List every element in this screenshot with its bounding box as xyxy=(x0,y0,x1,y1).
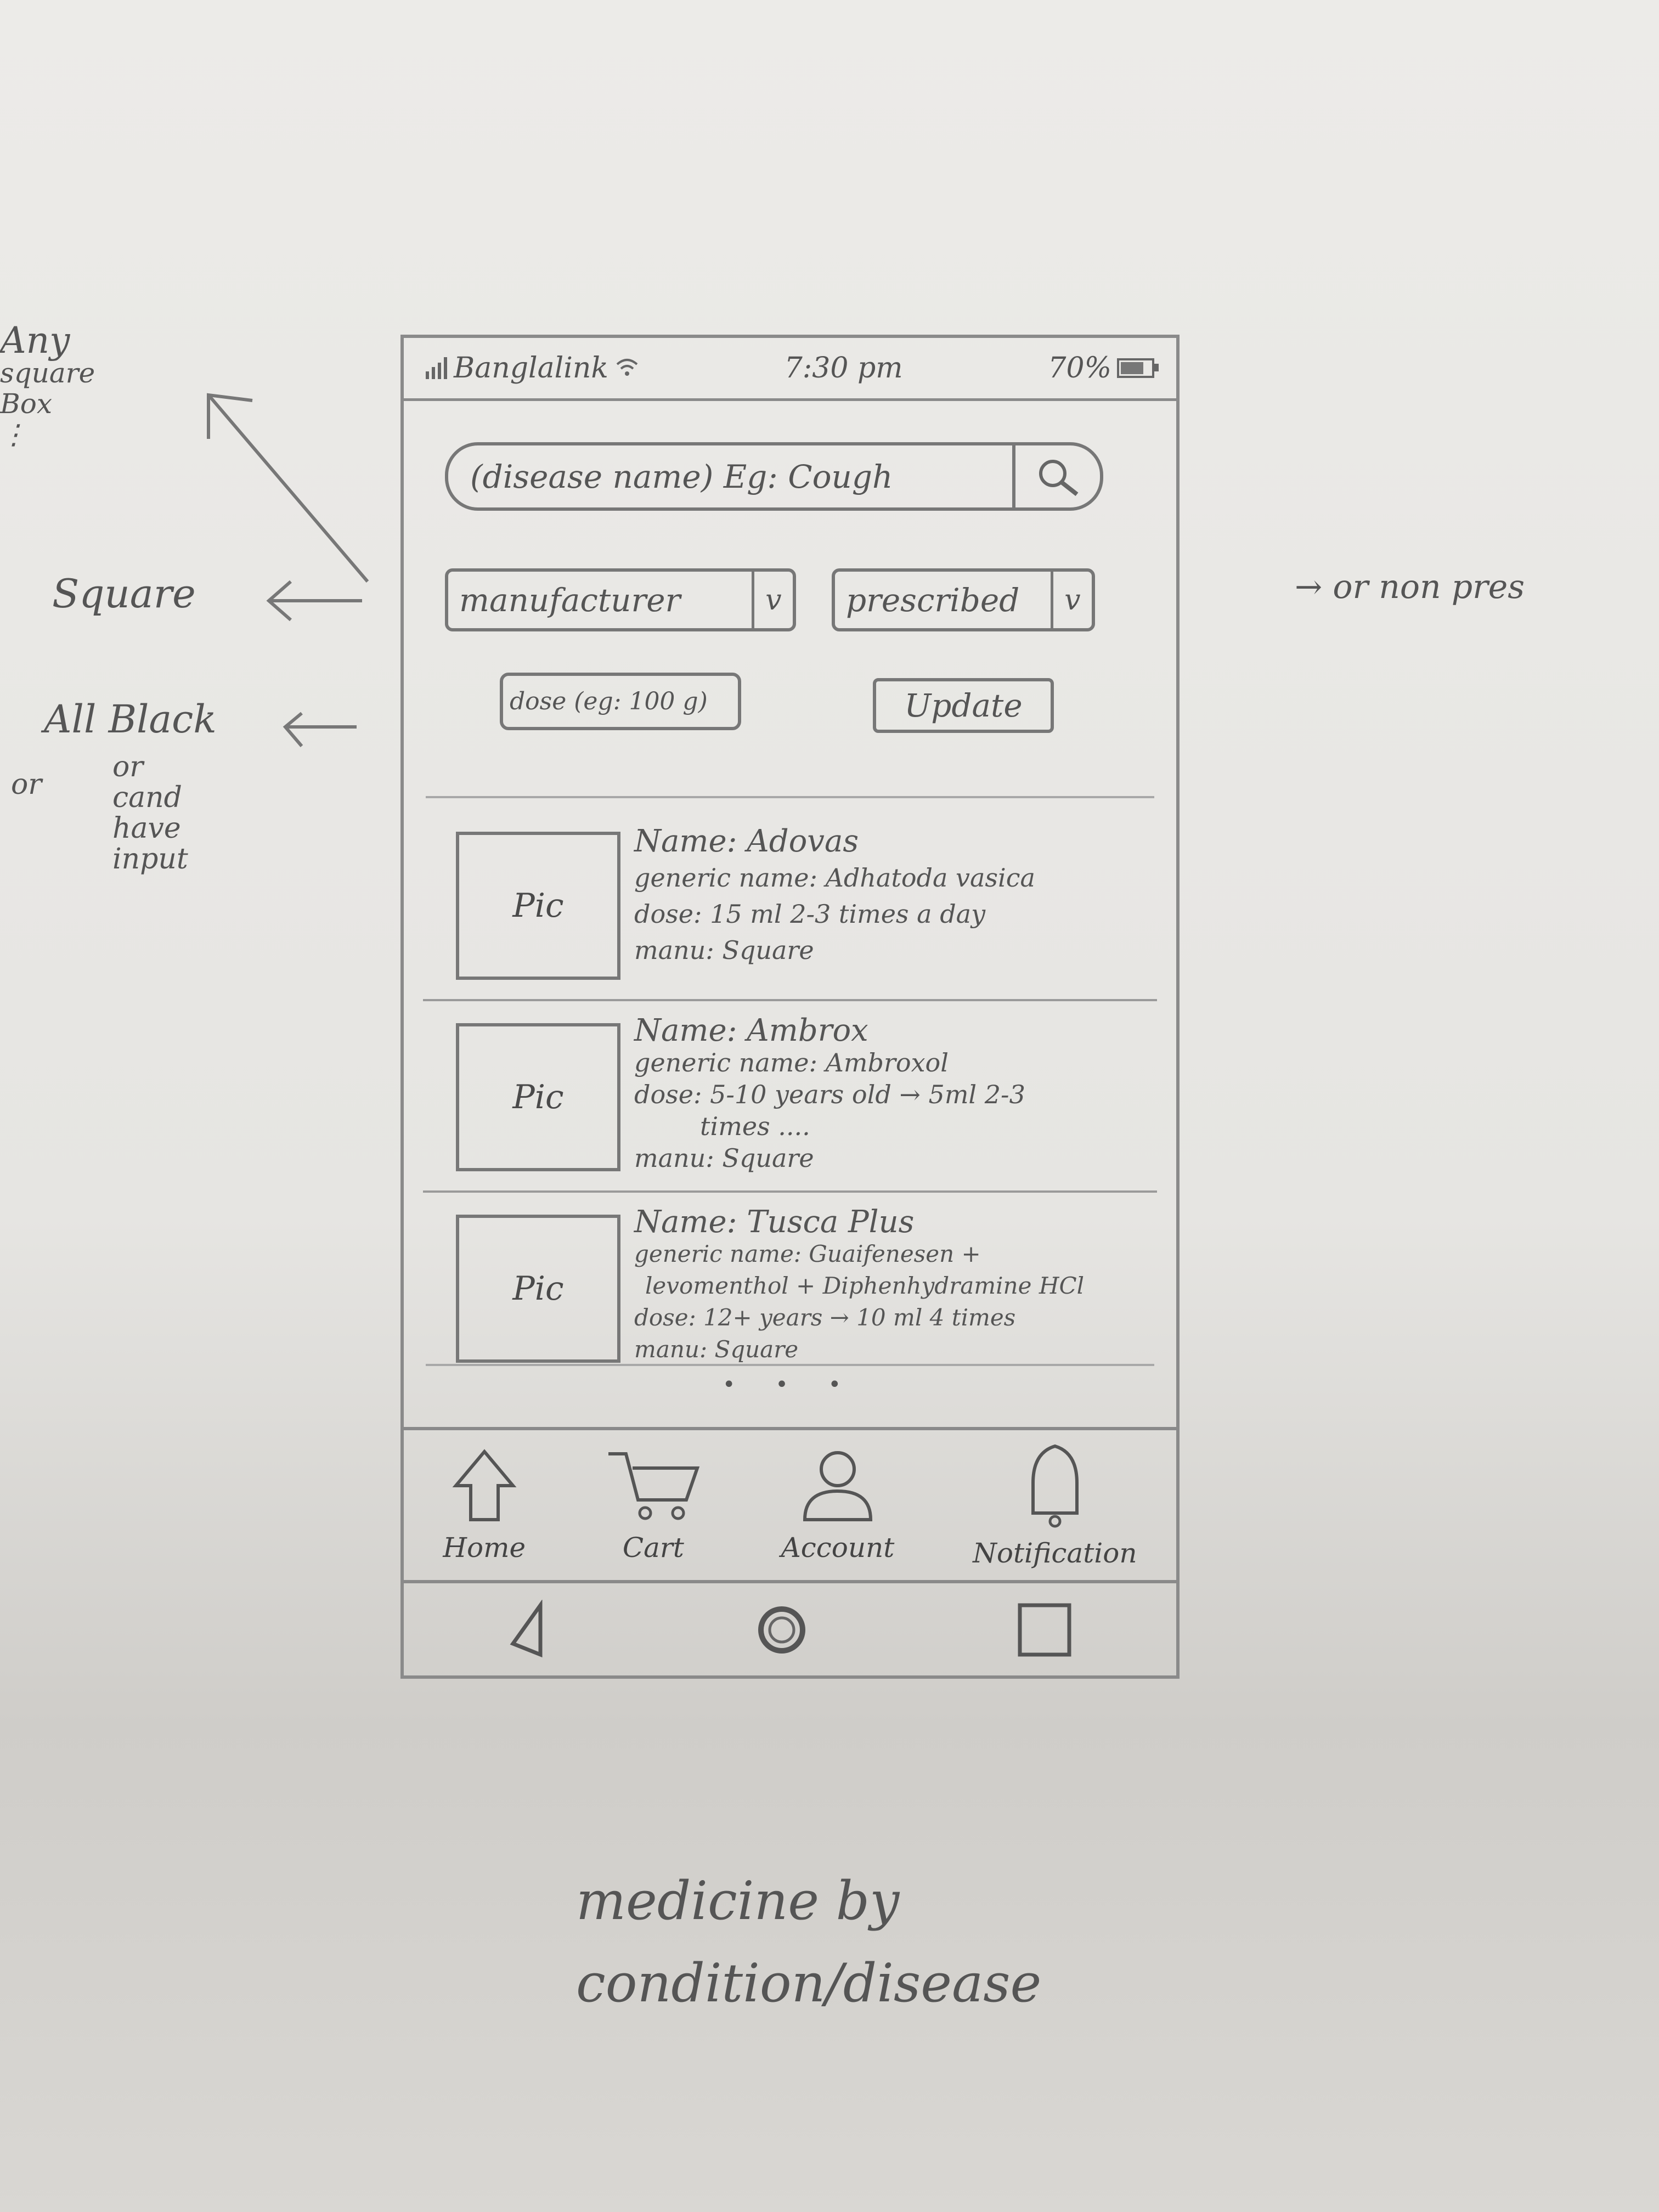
caption-line: medicine by xyxy=(576,1870,900,1932)
annotation-line: have xyxy=(112,812,181,845)
tab-home[interactable]: Home xyxy=(443,1447,526,1564)
tab-bar: Home Cart Account Notification xyxy=(404,1427,1176,1583)
prescribed-select-label: prescribed xyxy=(846,581,1020,619)
medicine-image-placeholder: Pic xyxy=(456,1023,620,1171)
list-item[interactable]: Pic Name: Ambrox generic name: Ambroxol … xyxy=(423,1001,1157,1193)
list-item[interactable]: Pic Name: Adovas generic name: Adhatoda … xyxy=(423,810,1157,1001)
wifi-icon xyxy=(615,352,639,385)
medicine-list: Pic Name: Adovas generic name: Adhatoda … xyxy=(423,810,1157,1382)
account-icon xyxy=(803,1451,872,1521)
tab-label: Home xyxy=(443,1531,526,1564)
prescribed-select[interactable]: prescribed v xyxy=(832,568,1095,631)
annotation-line: Box xyxy=(0,388,53,420)
medicine-manufacturer: manu: Square xyxy=(634,935,814,965)
page-caption: medicine by condition/disease xyxy=(576,1860,1180,2024)
search-bar xyxy=(445,442,1103,511)
medicine-name: Name: Ambrox xyxy=(634,1013,868,1048)
annotation-or-non-prescribed: → or non pres xyxy=(1295,568,1525,606)
medicine-name: Name: Tusca Plus xyxy=(634,1204,915,1240)
home-circle-icon[interactable] xyxy=(752,1600,812,1660)
cart-icon xyxy=(608,1452,700,1520)
tab-cart[interactable]: Cart xyxy=(604,1447,703,1564)
medicine-generic: generic name: Adhatoda vasica xyxy=(634,863,1035,893)
status-time: 7:30 pm xyxy=(784,352,903,385)
medicine-name: Name: Adovas xyxy=(634,823,859,859)
annotation-or: or xyxy=(11,768,42,801)
tab-label: Account xyxy=(781,1531,895,1564)
annotation-arrow xyxy=(207,393,369,583)
status-right: 70% xyxy=(1048,352,1159,385)
divider xyxy=(426,1364,1154,1366)
carrier-name: Banglalink xyxy=(454,352,608,385)
tab-notification[interactable]: Notification xyxy=(973,1442,1137,1569)
manufacturer-select[interactable]: manufacturer v xyxy=(445,568,796,631)
update-button[interactable]: Update xyxy=(873,678,1054,733)
bell-icon xyxy=(1031,1444,1079,1527)
search-button[interactable] xyxy=(1012,445,1100,507)
annotation-arrow xyxy=(283,712,357,747)
medicine-dose-cont: times .... xyxy=(700,1111,810,1141)
recents-icon[interactable] xyxy=(1014,1600,1075,1660)
status-left: Banglalink xyxy=(426,352,639,385)
search-input[interactable] xyxy=(448,445,1012,507)
manufacturer-select-label: manufacturer xyxy=(459,581,681,619)
annotation-square: Square xyxy=(52,571,196,617)
home-icon xyxy=(452,1448,517,1521)
annotation-line: or xyxy=(112,751,144,783)
medicine-image-placeholder: Pic xyxy=(456,832,620,980)
phone-frame: Banglalink 7:30 pm 70% manufacturer v pr… xyxy=(400,335,1180,1679)
tab-label: Notification xyxy=(973,1537,1137,1569)
annotation-line: square xyxy=(0,357,95,389)
battery-percent: 70% xyxy=(1048,352,1111,385)
list-item[interactable]: Pic Name: Tusca Plus generic name: Guaif… xyxy=(423,1193,1157,1382)
search-icon xyxy=(1039,459,1079,496)
medicine-info: Name: Adovas generic name: Adhatoda vasi… xyxy=(634,823,1157,968)
system-nav-bar xyxy=(404,1583,1176,1677)
medicine-dose: dose: 5-10 years old → 5ml 2-3 xyxy=(634,1080,1025,1109)
annotation-all-black: All Black xyxy=(44,697,217,742)
medicine-info: Name: Tusca Plus generic name: Guaifenes… xyxy=(634,1206,1157,1365)
medicine-generic: generic name: Ambroxol xyxy=(634,1048,949,1077)
medicine-generic: generic name: Guaifenesen + xyxy=(634,1240,981,1267)
medicine-info: Name: Ambrox generic name: Ambroxol dose… xyxy=(634,1015,1157,1174)
annotation-cant-have-input: or cand have input xyxy=(112,752,255,874)
chevron-down-icon: v xyxy=(1051,572,1092,628)
chevron-down-icon: v xyxy=(752,572,793,628)
annotation-arrow xyxy=(266,580,362,622)
annotation-line: Any xyxy=(0,319,70,362)
battery-icon xyxy=(1117,358,1159,378)
tab-label: Cart xyxy=(622,1531,684,1564)
tab-account[interactable]: Account xyxy=(781,1447,895,1564)
more-indicator: • • • xyxy=(722,1372,858,1397)
annotation-any-square-box: Any square Box ⋮ xyxy=(0,319,165,450)
back-icon[interactable] xyxy=(505,1600,549,1660)
annotation-line: cand xyxy=(112,781,182,814)
caption-line: condition/disease xyxy=(576,1953,1042,2014)
signal-icon xyxy=(426,357,447,379)
status-bar: Banglalink 7:30 pm 70% xyxy=(404,338,1176,401)
dose-input[interactable] xyxy=(500,673,741,730)
divider xyxy=(426,796,1154,798)
medicine-manufacturer: manu: Square xyxy=(634,1336,799,1363)
medicine-manufacturer: manu: Square xyxy=(634,1143,814,1173)
medicine-image-placeholder: Pic xyxy=(456,1215,620,1363)
annotation-line: input xyxy=(112,843,188,876)
medicine-dose: dose: 12+ years → 10 ml 4 times xyxy=(634,1304,1016,1331)
medicine-dose: dose: 15 ml 2-3 times a day xyxy=(634,899,986,929)
medicine-generic-cont: levomenthol + Diphenhydramine HCl xyxy=(645,1272,1085,1299)
annotation-line: ⋮ xyxy=(0,419,27,450)
